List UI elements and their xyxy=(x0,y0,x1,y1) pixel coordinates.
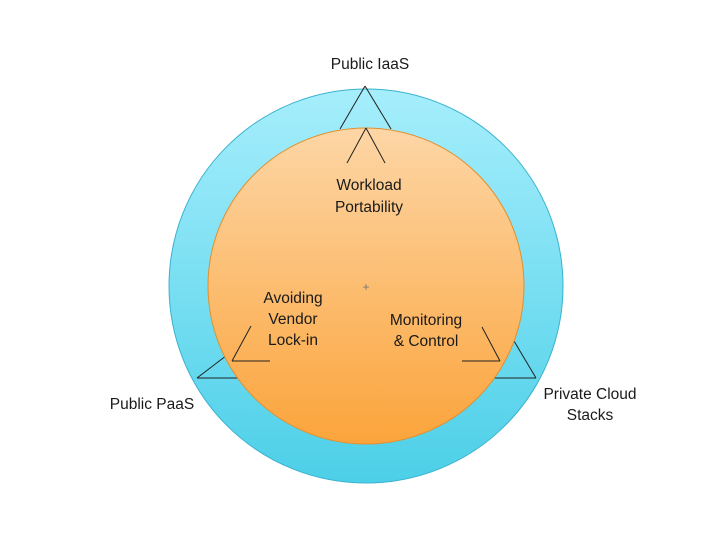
label-and-control: & Control xyxy=(394,333,459,350)
label-avoiding: Avoiding xyxy=(263,290,322,307)
center-marker: + xyxy=(362,280,369,294)
label-portability: Portability xyxy=(335,199,403,216)
label-public-iaas: Public IaaS xyxy=(331,56,409,73)
label-vendor: Vendor xyxy=(268,311,317,328)
label-workload: Workload xyxy=(336,177,401,194)
inner-triangle xyxy=(231,127,501,362)
label-lock-in: Lock-in xyxy=(268,332,318,349)
label-public-paas: Public PaaS xyxy=(110,396,194,413)
label-private-cloud-line2: Stacks xyxy=(567,407,614,424)
label-private-cloud-line1: Private Cloud xyxy=(543,386,636,403)
label-monitoring: Monitoring xyxy=(390,312,462,329)
